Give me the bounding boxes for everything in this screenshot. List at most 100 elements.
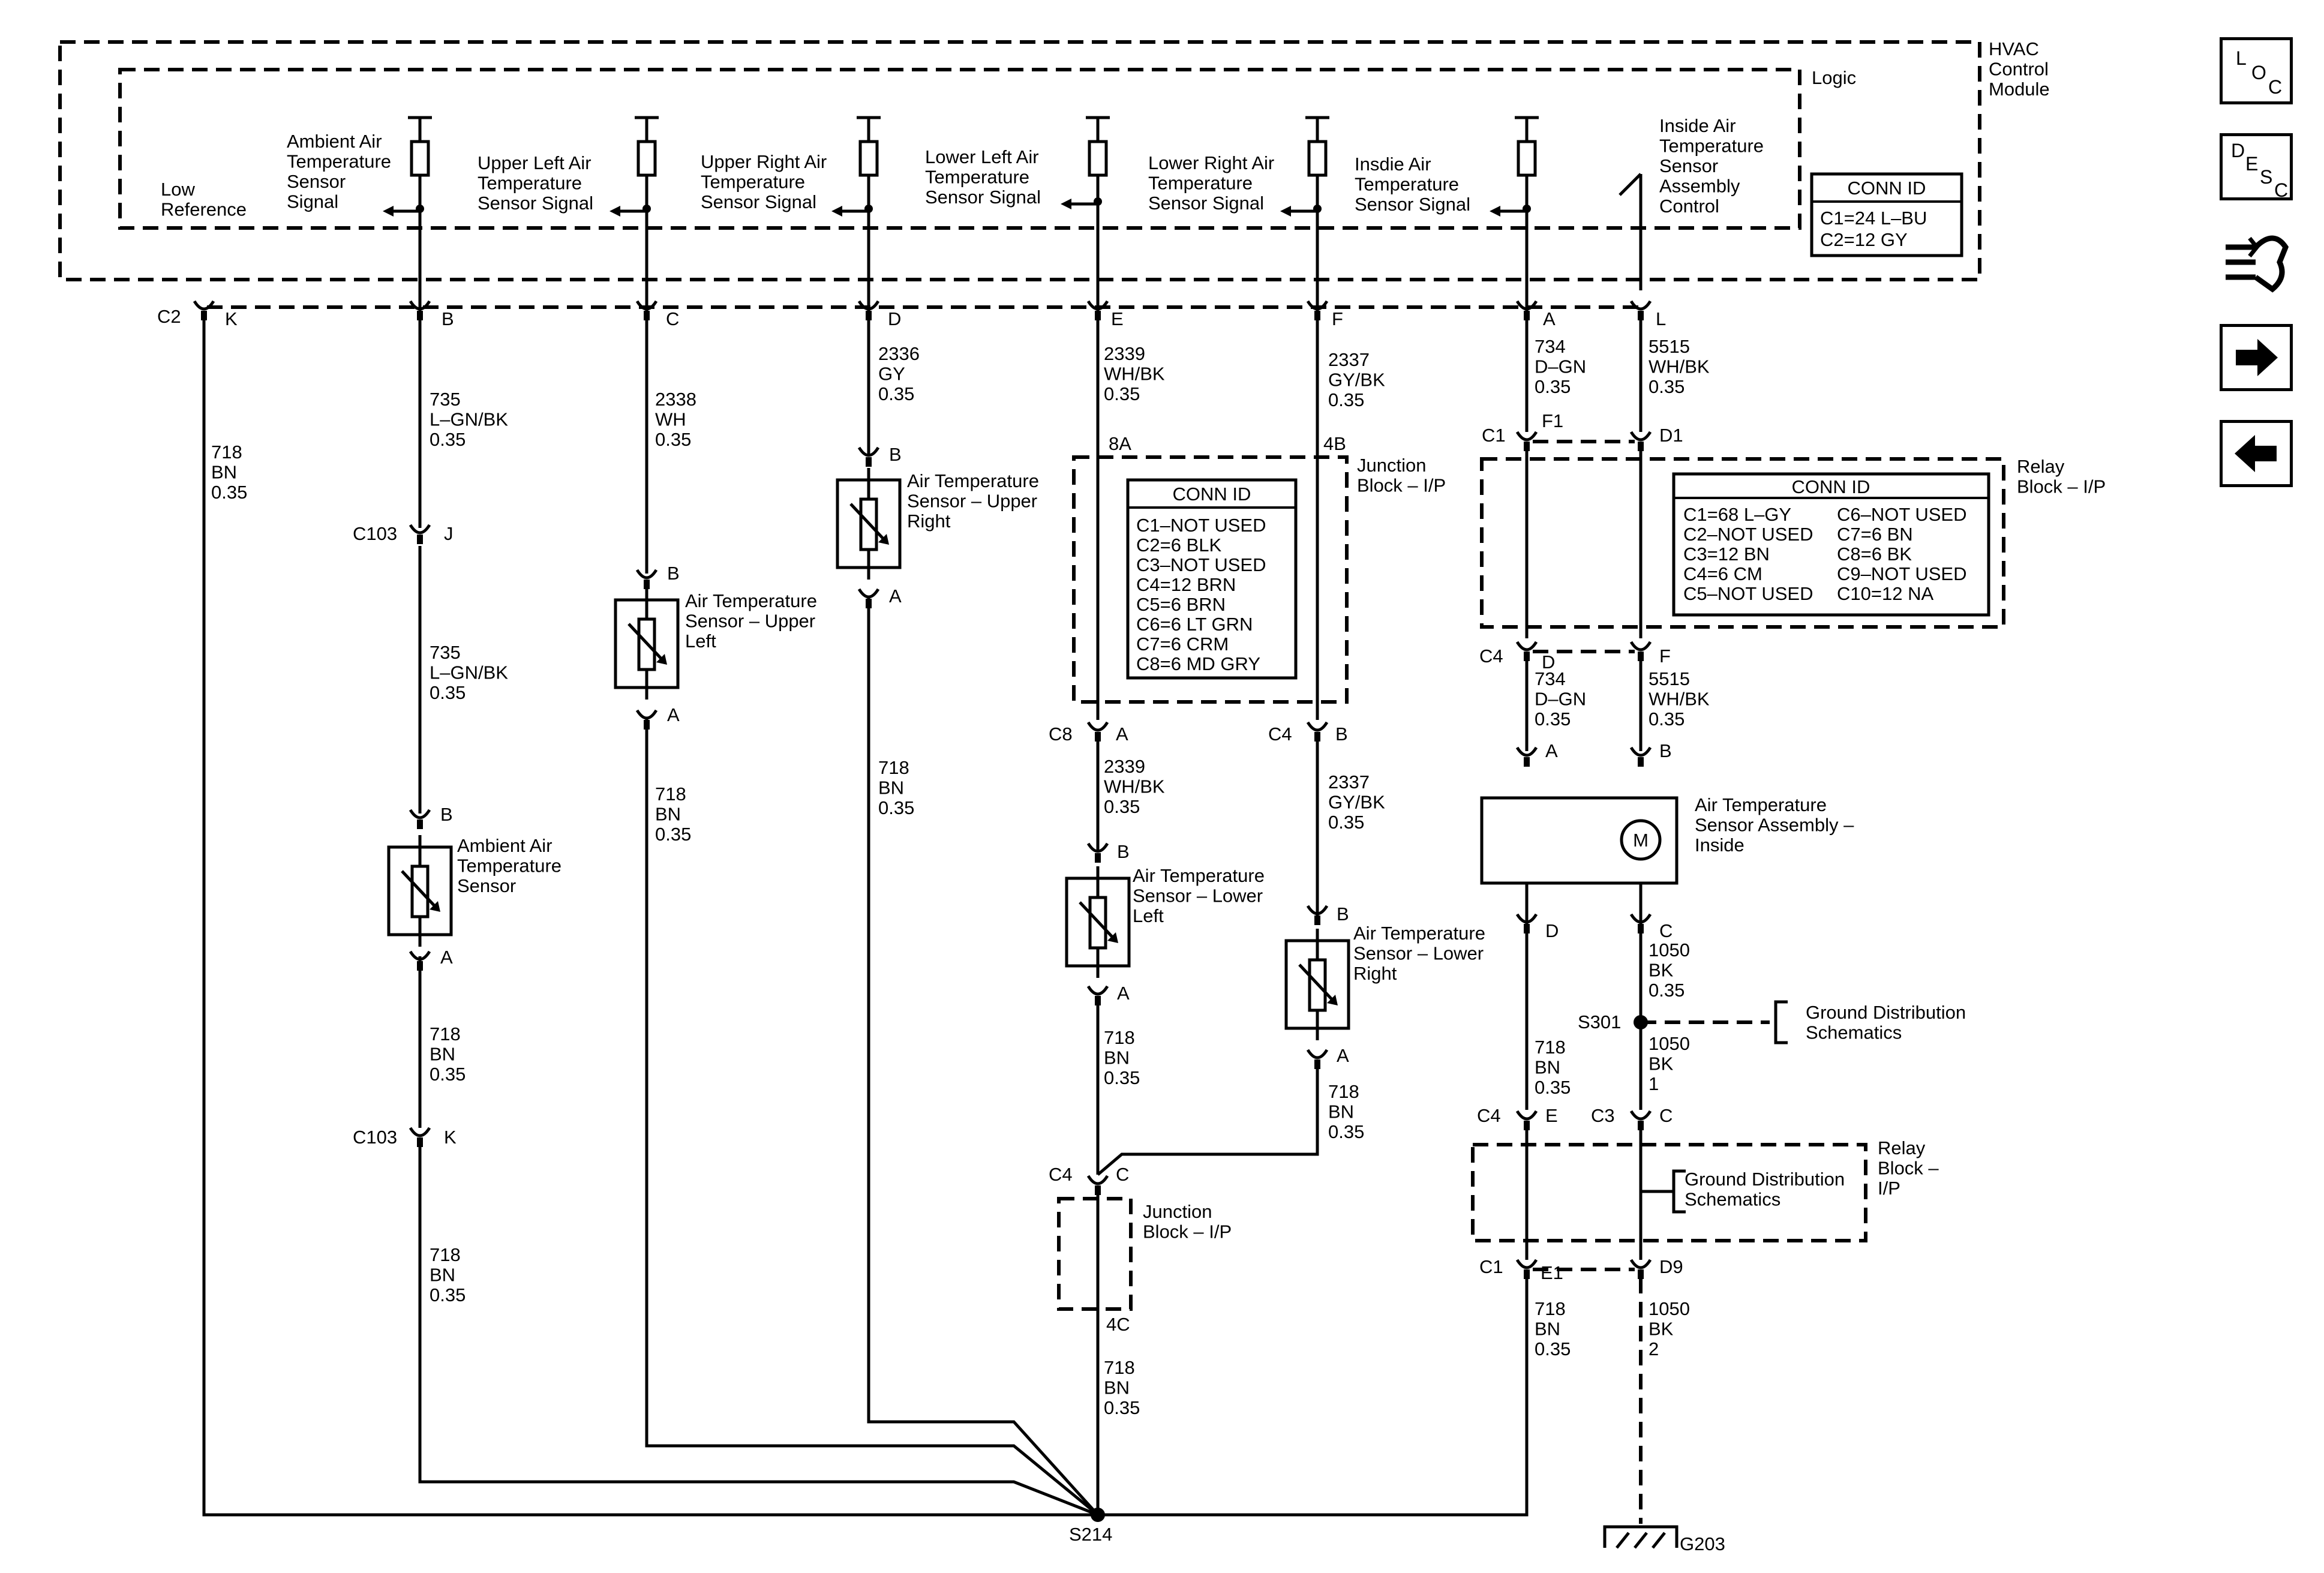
logic-label: Logic [1812, 67, 1856, 88]
ground-g203-label: G203 [1680, 1533, 1725, 1554]
pin-e: E [1111, 308, 1124, 329]
conn-id-relay-row: C8=6 BK [1837, 544, 1912, 565]
connector-label: E [1545, 1105, 1558, 1126]
connector-label: A [1337, 1045, 1349, 1066]
splice-s214-label: S214 [1069, 1524, 1112, 1545]
pin-b: B [442, 308, 454, 329]
module-internals [383, 116, 1643, 318]
conn-id-junction-row: C8=6 MD GRY [1136, 653, 1260, 674]
conn-id-junction-row: C2=6 BLK [1136, 535, 1222, 556]
connector-label: A [1117, 983, 1130, 1004]
connector-label: B [1117, 841, 1130, 862]
conn-id-module-row: C2=12 GY [1820, 229, 1908, 250]
connectors [193, 300, 1652, 1279]
pin-f: F [1332, 308, 1343, 329]
ground-g203 [1603, 1525, 1679, 1549]
connector-label: D [1545, 920, 1559, 941]
connector-label: B [1335, 724, 1348, 745]
sensor-assembly: M [1480, 796, 1679, 885]
hvac-module-outline [58, 40, 1981, 281]
harness-icon[interactable] [2220, 229, 2293, 295]
connector-label: C1 [1482, 425, 1506, 446]
connector-label: B [440, 804, 453, 825]
loc-button[interactable]: L O C [2220, 37, 2293, 104]
connector-label: J [444, 523, 454, 544]
connector-label: 8A [1109, 433, 1131, 454]
conn-id-relay-row: C6–NOT USED [1837, 504, 1967, 525]
conn-id-relay-title: CONN ID [1792, 476, 1870, 497]
junction-block-outline [1072, 455, 1349, 704]
pin-c2: C2 [157, 306, 181, 327]
pin-c: C [666, 308, 679, 329]
previous-page-button[interactable] [2220, 420, 2293, 487]
conn-id-module-row: C1=24 L–BU [1820, 208, 1927, 229]
conn-id-module: CONN ID C1=24 L–BU C2=12 GY [1810, 172, 1963, 257]
desc-letter: C [2274, 179, 2289, 201]
connector-label: D9 [1659, 1256, 1683, 1277]
conn-id-junction-row: C6=6 LT GRN [1136, 614, 1253, 635]
connector-label: A [667, 704, 680, 725]
connector-label: F1 [1542, 410, 1563, 431]
relay-block-2-outline [1471, 1143, 1867, 1242]
connector-label: C [1116, 1164, 1129, 1185]
desc-button[interactable]: D E S C [2220, 133, 2293, 200]
loc-letter: L [2236, 47, 2247, 69]
connector-label: C3 [1591, 1105, 1615, 1126]
splice-s301-label: S301 [1578, 1011, 1621, 1032]
junction-block-2-outline [1057, 1197, 1133, 1311]
connector-label: C [1659, 920, 1673, 941]
conn-id-relay-row: C10=12 NA [1837, 583, 1933, 604]
wires [202, 318, 1770, 1524]
loc-letter: C [2268, 76, 2283, 98]
connector-label: C [1659, 1105, 1673, 1126]
desc-letter: D [2231, 140, 2245, 161]
motor-label: M [1633, 830, 1649, 851]
arrow-left-icon [2235, 435, 2277, 472]
desc-letter: S [2260, 166, 2273, 188]
logic-outline [118, 68, 1801, 230]
connector-label: A [1116, 724, 1128, 745]
conn-id-junction-row: C5=6 BRN [1136, 594, 1226, 615]
pin-a: A [1543, 308, 1556, 329]
next-page-button[interactable] [2220, 324, 2293, 391]
connector-label: C4 [1477, 1105, 1501, 1126]
connector-label: C4 [1049, 1164, 1073, 1185]
connector-label: B [889, 444, 902, 465]
conn-id-relay-row: C5–NOT USED [1683, 583, 1813, 604]
conn-id-relay-row: C2–NOT USED [1683, 524, 1813, 545]
connector-label: 4C [1106, 1314, 1130, 1335]
splice-s214 [1091, 1508, 1105, 1522]
pin-k: K [225, 308, 238, 329]
desc-letter: E [2245, 153, 2259, 175]
splice-s301 [1634, 1015, 1648, 1029]
